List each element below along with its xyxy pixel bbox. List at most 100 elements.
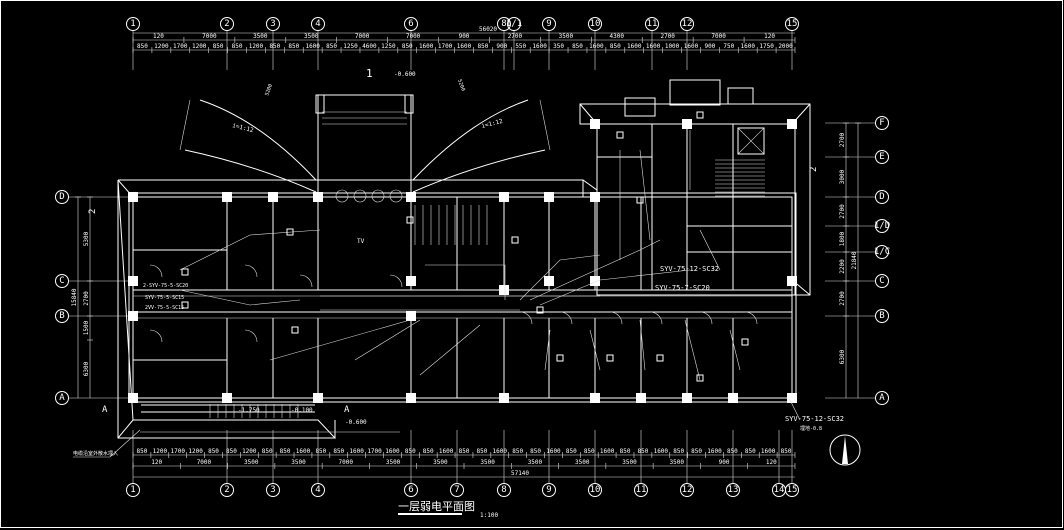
dim-bottom-detail: 1200 <box>188 448 203 455</box>
column <box>128 311 138 321</box>
dim-bottom-main: 7000 <box>339 459 354 466</box>
axis-bottom-8-circle <box>497 483 511 497</box>
elevation-entry: -0.100 <box>291 407 313 414</box>
dim-bottom-main: 7000 <box>197 459 212 466</box>
axis-top-11-circle <box>645 17 659 31</box>
door-swing <box>299 274 313 288</box>
dim-bottom-detail: 850 <box>476 448 487 455</box>
door-swing <box>244 264 258 278</box>
axis-bottom-11: 11 <box>636 485 647 495</box>
door-swing <box>609 311 623 325</box>
dim-top-main: 2700 <box>508 33 523 40</box>
dim-top-detail: 1700 <box>438 43 453 50</box>
cable-run <box>519 254 601 301</box>
axis-right-F-circle <box>875 116 889 130</box>
dim-top-detail: 4600 <box>362 43 377 50</box>
cable-run <box>729 329 741 371</box>
column <box>544 192 554 202</box>
dim-top-main: 3500 <box>253 33 268 40</box>
dim-top-detail: 1200 <box>249 43 264 50</box>
cable-label-3: SYV-75-12-SC32 <box>785 415 844 423</box>
roof-box <box>624 97 656 117</box>
dim-bottom-main: 3500 <box>433 459 448 466</box>
axis-top-11: 11 <box>647 19 658 29</box>
column <box>222 393 232 403</box>
column <box>787 393 797 403</box>
outlet-icon <box>656 354 664 362</box>
outlet-icon <box>291 326 299 334</box>
outlet-icon <box>556 354 564 362</box>
column <box>222 192 232 202</box>
main-walls-outer <box>128 192 797 403</box>
dim-bottom-total: 57140 <box>511 470 529 477</box>
ramp-right-length: 5200 <box>456 79 466 92</box>
dim-top-main: 7000 <box>406 33 421 40</box>
axis-top-10-circle <box>588 17 602 31</box>
dim-bottom-detail: 850 <box>512 448 523 455</box>
dim-bottom-detail: 850 <box>423 448 434 455</box>
axis-bottom-1: 1 <box>130 485 135 495</box>
right-wing <box>596 123 796 296</box>
axis-bottom-13: 13 <box>728 485 739 495</box>
dim-bottom-main: 3500 <box>670 459 685 466</box>
dim-top-detail: 900 <box>496 43 507 50</box>
dim-top-detail: 1600 <box>457 43 472 50</box>
axis-left-C: C <box>59 276 64 286</box>
door-swing <box>389 274 403 288</box>
cable-run <box>589 329 601 371</box>
cable-run <box>544 329 551 371</box>
dim-bottom-detail: 1200 <box>242 448 257 455</box>
axis-right-B-circle <box>875 309 889 323</box>
dim-bottom-main: 3500 <box>575 459 590 466</box>
outlet-icon <box>406 216 414 224</box>
door-swing <box>149 329 163 343</box>
axis-left-B: B <box>59 311 64 321</box>
dim-top-main: 2700 <box>660 33 675 40</box>
axis-top-6: 6 <box>408 19 413 29</box>
dim-bottom-main: 900 <box>719 459 730 466</box>
outlet-icon <box>181 268 189 276</box>
cable-run <box>529 239 661 301</box>
dim-top-detail: 1600 <box>305 43 320 50</box>
dim-left: 6300 <box>83 361 90 376</box>
axis-top-6-circle <box>404 17 418 31</box>
cable-label-left-1: 2-SYV-75-5-SC20 <box>143 283 188 289</box>
section-mark-2-right: 2 <box>809 167 819 172</box>
axis-right-A: A <box>879 393 885 403</box>
column <box>682 393 692 403</box>
dim-top-detail: 750 <box>723 43 734 50</box>
north-arrow-icon <box>829 434 861 466</box>
dim-top-main: 3500 <box>559 33 574 40</box>
axis-bottom-9-circle <box>542 483 556 497</box>
dim-bottom-detail: 850 <box>727 448 738 455</box>
axis-bottom-12-circle <box>680 483 694 497</box>
axis-right-1/D-circle <box>875 219 889 233</box>
dim-top-detail: 1600 <box>684 43 699 50</box>
section-a-left: A <box>102 405 108 415</box>
dim-bottom-detail: 850 <box>566 448 577 455</box>
dim-bottom-detail: 850 <box>745 448 756 455</box>
axis-bottom-15: 15 <box>787 485 798 495</box>
dim-top-detail: 850 <box>269 43 280 50</box>
dim-top-detail: 1700 <box>173 43 188 50</box>
cable-run <box>179 289 301 306</box>
axis-bottom-10: 10 <box>590 485 601 495</box>
dim-top-detail: 850 <box>402 43 413 50</box>
tv-outlet-icon <box>353 189 367 203</box>
roof-box <box>727 87 754 105</box>
dim-bottom-detail: 1600 <box>761 448 776 455</box>
dim-top-main: 7000 <box>202 33 217 40</box>
elevator-shaft <box>737 127 765 155</box>
dim-bottom-detail: 850 <box>781 448 792 455</box>
dim-top-main: 3500 <box>304 33 319 40</box>
dim-right: 2700 <box>839 204 846 219</box>
dim-bottom-detail: 1700 <box>367 448 382 455</box>
dim-bottom-detail: 850 <box>208 448 219 455</box>
dim-top-detail: 550 <box>515 43 526 50</box>
axis-top-2-circle <box>220 17 234 31</box>
axis-right-B: B <box>879 311 884 321</box>
cable-run <box>354 319 421 361</box>
dim-top-detail: 850 <box>137 43 148 50</box>
dim-bottom-detail: 850 <box>530 448 541 455</box>
